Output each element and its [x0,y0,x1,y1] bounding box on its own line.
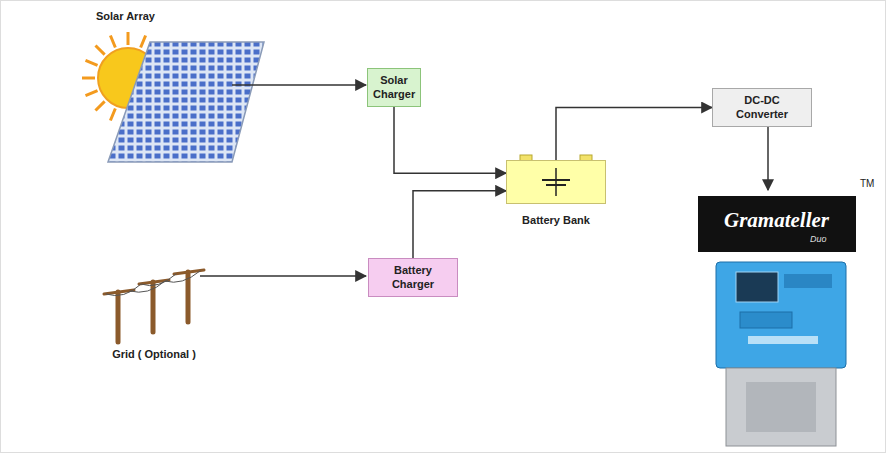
wire [232,84,366,86]
battery-shape [506,160,606,204]
charger-box: Battery Charger [368,258,458,297]
wire [767,121,769,190]
charger-box: Solar Charger [367,68,421,107]
atm-kiosk [716,262,846,446]
connector-arrow [413,191,506,258]
node-label: Solar Charger [373,74,415,100]
solar-panel [108,42,264,162]
node-label: DC-DC Converter [718,94,806,120]
logo-plate [698,196,856,252]
grid-poles [104,270,204,342]
connector-arrow [394,107,506,173]
logo-subtext: Duo [810,234,827,244]
converter-box: DC-DC Converter [712,88,812,127]
logo-text: Gramateller [724,208,829,233]
connector-arrow [556,108,712,161]
illustration-label: Solar Array [96,10,155,22]
illustration-label: Grid ( Optional ) [112,348,196,360]
trademark: TM [860,178,874,189]
battery-symbol: Battery Bank [506,160,606,204]
wire [200,275,366,277]
node-label: Battery Bank [522,214,590,227]
node-label: Battery Charger [374,264,452,290]
